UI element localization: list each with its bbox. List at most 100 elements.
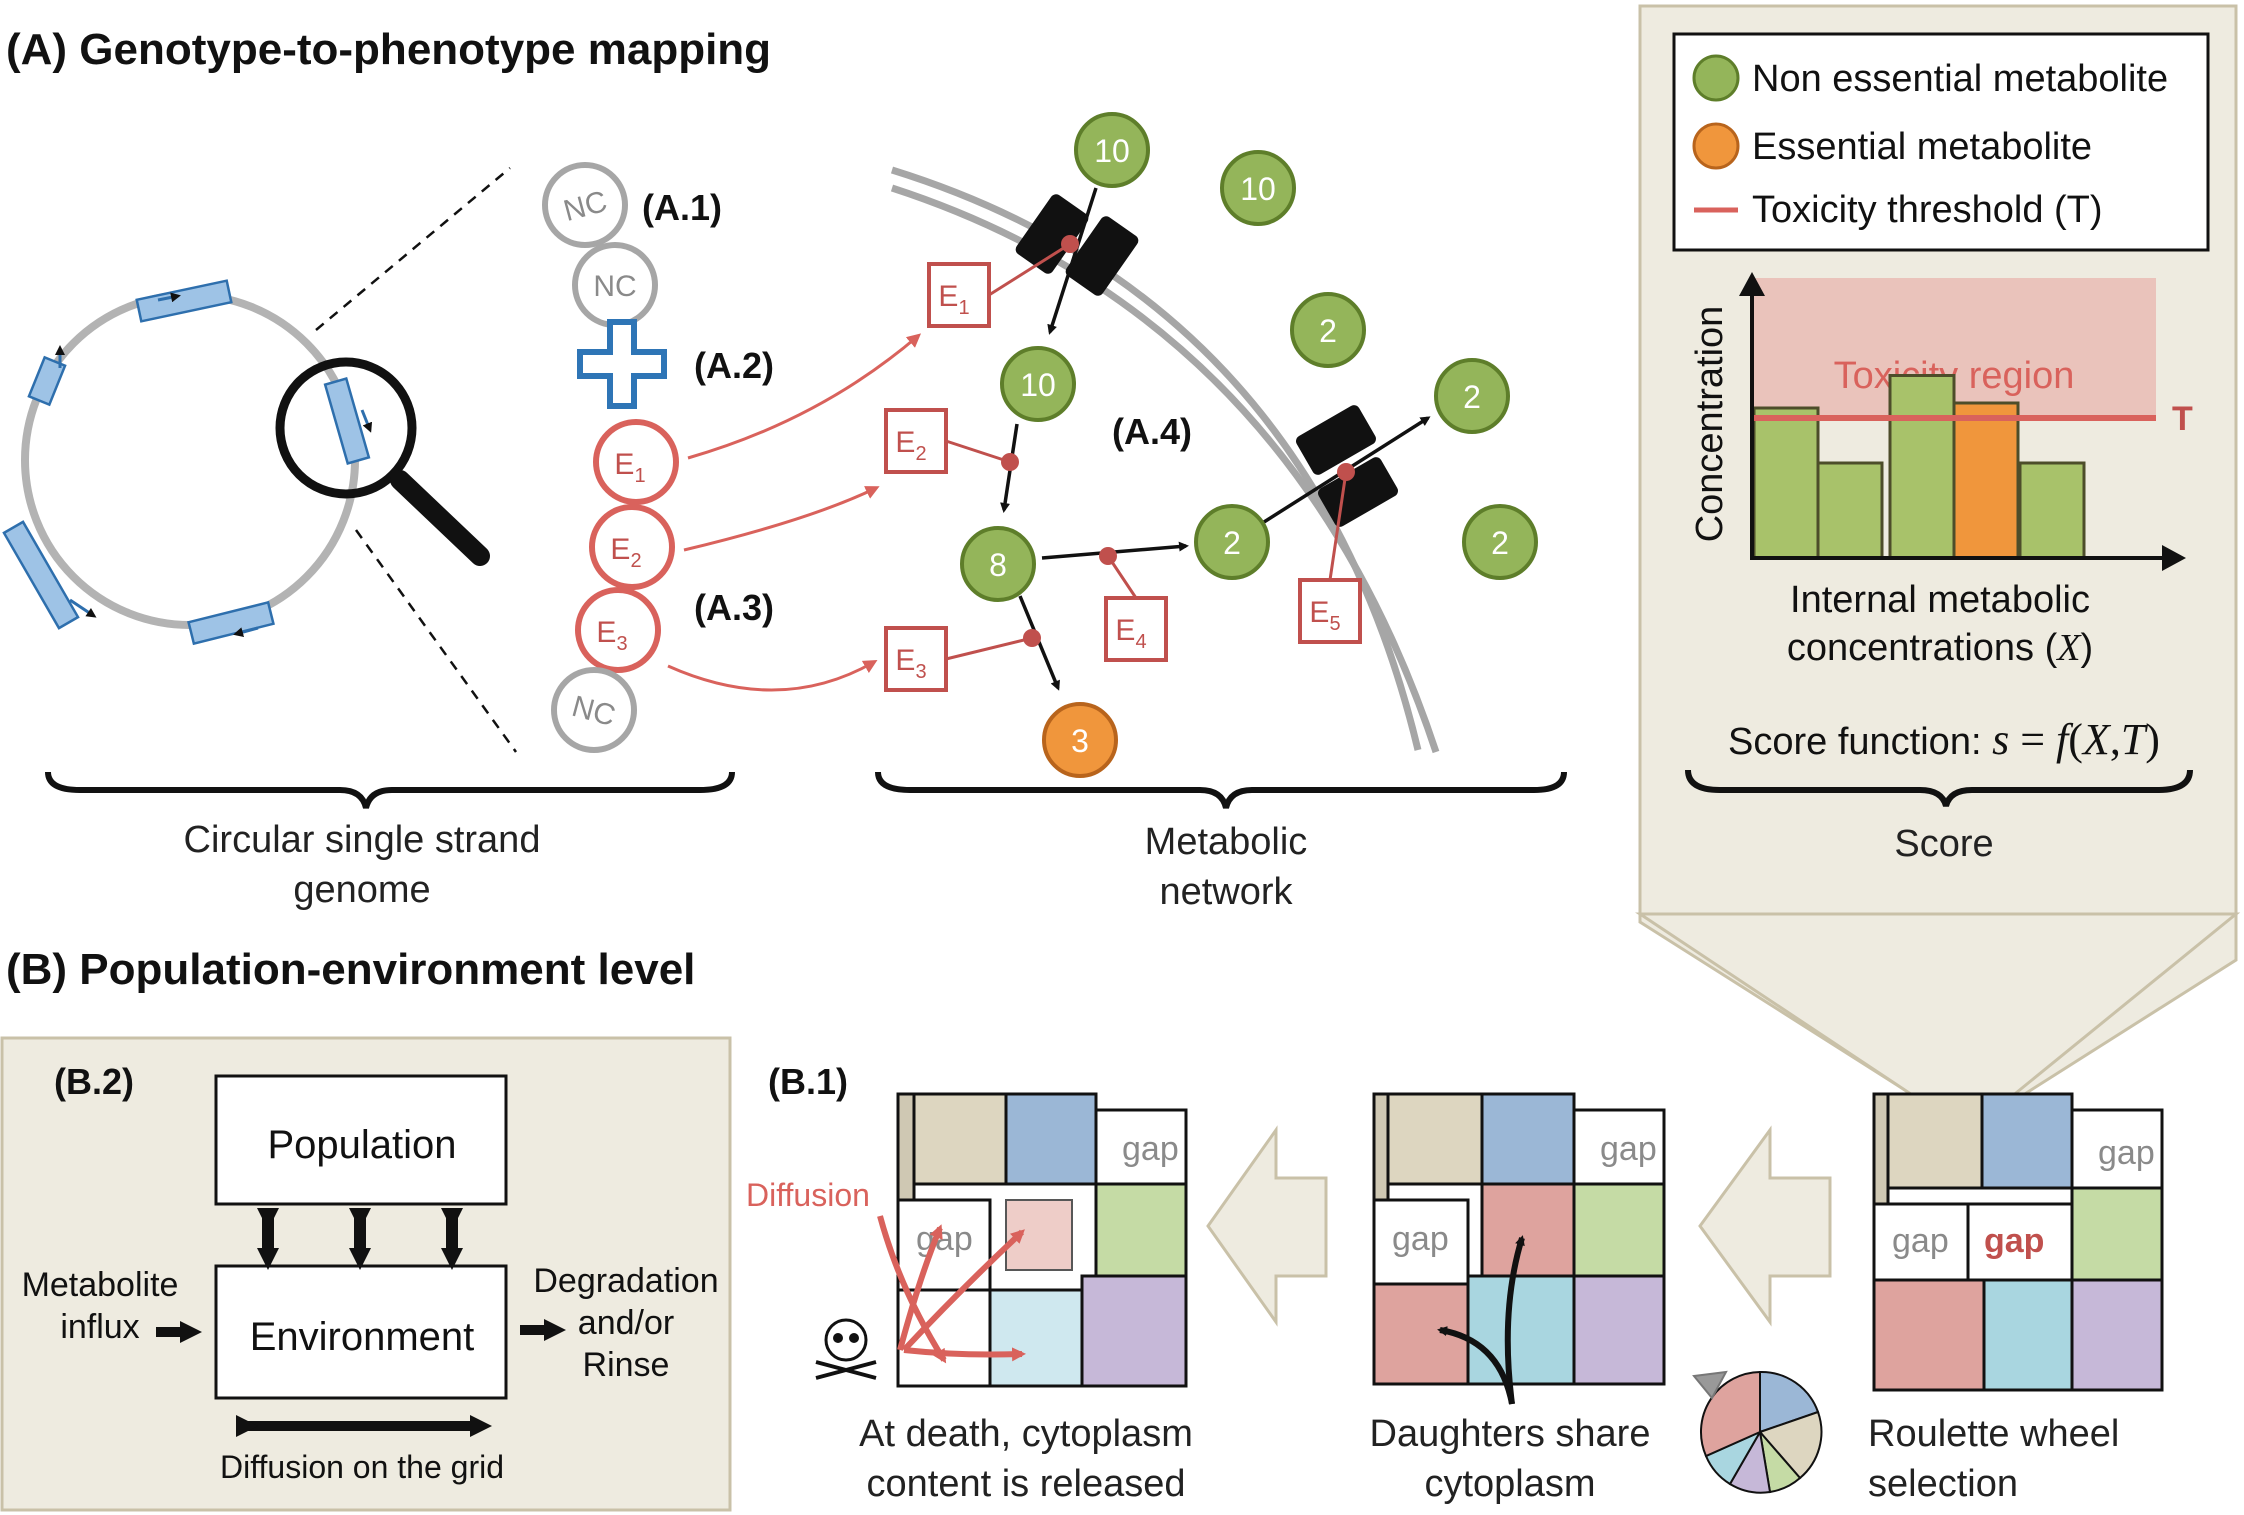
magnifier-icon: [275, 167, 518, 753]
legend-non-essential: Non essential metabolite: [1752, 58, 2168, 100]
brace-network: [875, 771, 1567, 809]
genome-sequence: NC NC E1 E2 E3 NC: [542, 162, 679, 753]
flow-arrow: [1206, 1125, 1328, 1327]
score-function: Score function: s = f(X,T): [1728, 715, 2160, 764]
label-a3: (A.3): [694, 587, 774, 628]
metabolite-node: [1000, 346, 1076, 422]
diffusion-label: Diffusion: [746, 1177, 870, 1213]
svg-text:10: 10: [1094, 133, 1130, 169]
metabolite-node: [960, 526, 1036, 602]
metabolite-node: [1220, 150, 1296, 226]
nc-node: [551, 667, 637, 753]
population-box: [214, 1074, 508, 1206]
death-caption: At death, cytoplasm: [859, 1413, 1193, 1455]
svg-text:E1: E1: [938, 280, 969, 319]
svg-text:3: 3: [1071, 723, 1089, 759]
svg-text:2: 2: [1319, 313, 1337, 349]
metabolite-node: [1074, 112, 1150, 188]
nc-label: NC: [593, 270, 636, 303]
score-bar: [2018, 461, 2086, 560]
svg-text:E2: E2: [610, 533, 641, 572]
svg-text:10: 10: [1020, 367, 1056, 403]
svg-text:E2: E2: [895, 426, 926, 465]
x-axis-label: Internal metabolic: [1790, 579, 2090, 621]
metabolite-nodes: 10 10 10 2 2 2 8 2 3: [960, 112, 1538, 778]
legend-swatch-non-essential: [1692, 54, 1740, 102]
gap-label: gap: [2098, 1134, 2155, 1172]
score-panel: Non essential metabolite Essential metab…: [1635, 4, 2241, 1134]
gap-label-highlight: gap: [1984, 1222, 2044, 1260]
svg-text:2: 2: [1463, 379, 1481, 415]
svg-text:8: 8: [989, 547, 1007, 583]
degradation-label: and/or: [578, 1304, 674, 1342]
influx-label: Metabolite: [22, 1266, 179, 1304]
score-bar: [1816, 461, 1884, 560]
svg-text:2: 2: [1491, 525, 1509, 561]
legend-essential: Essential metabolite: [1752, 126, 2092, 168]
svg-text:E3: E3: [596, 616, 627, 655]
gene-segment: [27, 355, 67, 407]
svg-text:10: 10: [1240, 171, 1276, 207]
grid-death: gap gap: [896, 1092, 1188, 1388]
nc-node: [542, 162, 628, 248]
gene-segment: [187, 600, 275, 646]
flow-arrow: [1698, 1125, 1832, 1327]
roulette-caption: selection: [1868, 1463, 2018, 1505]
label-a2: (A.2): [694, 345, 774, 386]
gene-segment: [323, 377, 371, 465]
degradation-label: Rinse: [583, 1346, 670, 1384]
enzyme-boxes: E1 E2 E3 E4 E5: [884, 262, 1362, 692]
x-axis-label-2: concentrations (X): [1787, 627, 2093, 669]
degradation-label: Degradation: [533, 1262, 718, 1300]
label-a4: (A.4): [1112, 411, 1192, 452]
label-b2: (B.2): [54, 1061, 134, 1102]
score-bar: [1752, 406, 1820, 560]
brace-score: [1685, 769, 2193, 807]
score-caption: Score: [1894, 823, 1993, 865]
genome-caption: genome: [293, 869, 430, 911]
legend-threshold: Toxicity threshold (T): [1752, 189, 2103, 231]
skull-icon: [815, 1318, 877, 1380]
svg-text:E3: E3: [895, 644, 926, 683]
metabolite-node: [1194, 504, 1270, 580]
transporter-icon: [1015, 194, 1139, 296]
gap-label: gap: [916, 1220, 973, 1258]
label-b1: (B.1): [768, 1061, 848, 1102]
metabolite-node: [1290, 292, 1366, 368]
essential-metabolite-node: [1042, 702, 1118, 778]
influx-label: influx: [60, 1308, 139, 1346]
population-label: Population: [267, 1123, 456, 1167]
diffusion-grid-label: Diffusion on the grid: [220, 1449, 504, 1485]
metabolite-node: [1462, 504, 1538, 580]
enzyme-gene-e1: [593, 419, 679, 505]
death-caption: content is released: [867, 1463, 1186, 1505]
grid-daughters: gap gap: [1372, 1092, 1666, 1386]
svg-text:E5: E5: [1309, 596, 1340, 635]
score-bar: [1888, 374, 1956, 560]
circular-genome: [2, 279, 373, 646]
score-bar: [1952, 401, 2020, 560]
svg-text:E1: E1: [614, 448, 645, 487]
gene-segment: [135, 279, 233, 323]
brace-genome: [45, 771, 735, 809]
legend-swatch-essential: [1692, 122, 1740, 170]
panel-b-title: (B) Population-environment level: [6, 945, 695, 994]
genome-caption: Circular single strand: [184, 819, 541, 861]
svg-text:E4: E4: [1115, 614, 1146, 653]
label-a1: (A.1): [642, 187, 722, 228]
network-caption: Metabolic: [1145, 821, 1308, 863]
gap-label: gap: [1392, 1220, 1449, 1258]
threshold-label: T: [2172, 400, 2193, 438]
roulette-caption: Roulette wheel: [1868, 1413, 2119, 1455]
score-chart: Toxicity region T Concentration: [1689, 272, 2193, 571]
environment-label: Environment: [250, 1315, 475, 1359]
enzyme-gene-e3: [575, 587, 661, 673]
daughters-caption: cytoplasm: [1424, 1463, 1595, 1505]
gap-label: gap: [1122, 1130, 1179, 1168]
plus-icon: [577, 319, 667, 409]
daughters-caption: Daughters share: [1370, 1413, 1651, 1455]
environment-box: [214, 1264, 508, 1400]
cell-membrane: [890, 166, 1440, 754]
y-axis-label: Concentration: [1689, 306, 1731, 543]
